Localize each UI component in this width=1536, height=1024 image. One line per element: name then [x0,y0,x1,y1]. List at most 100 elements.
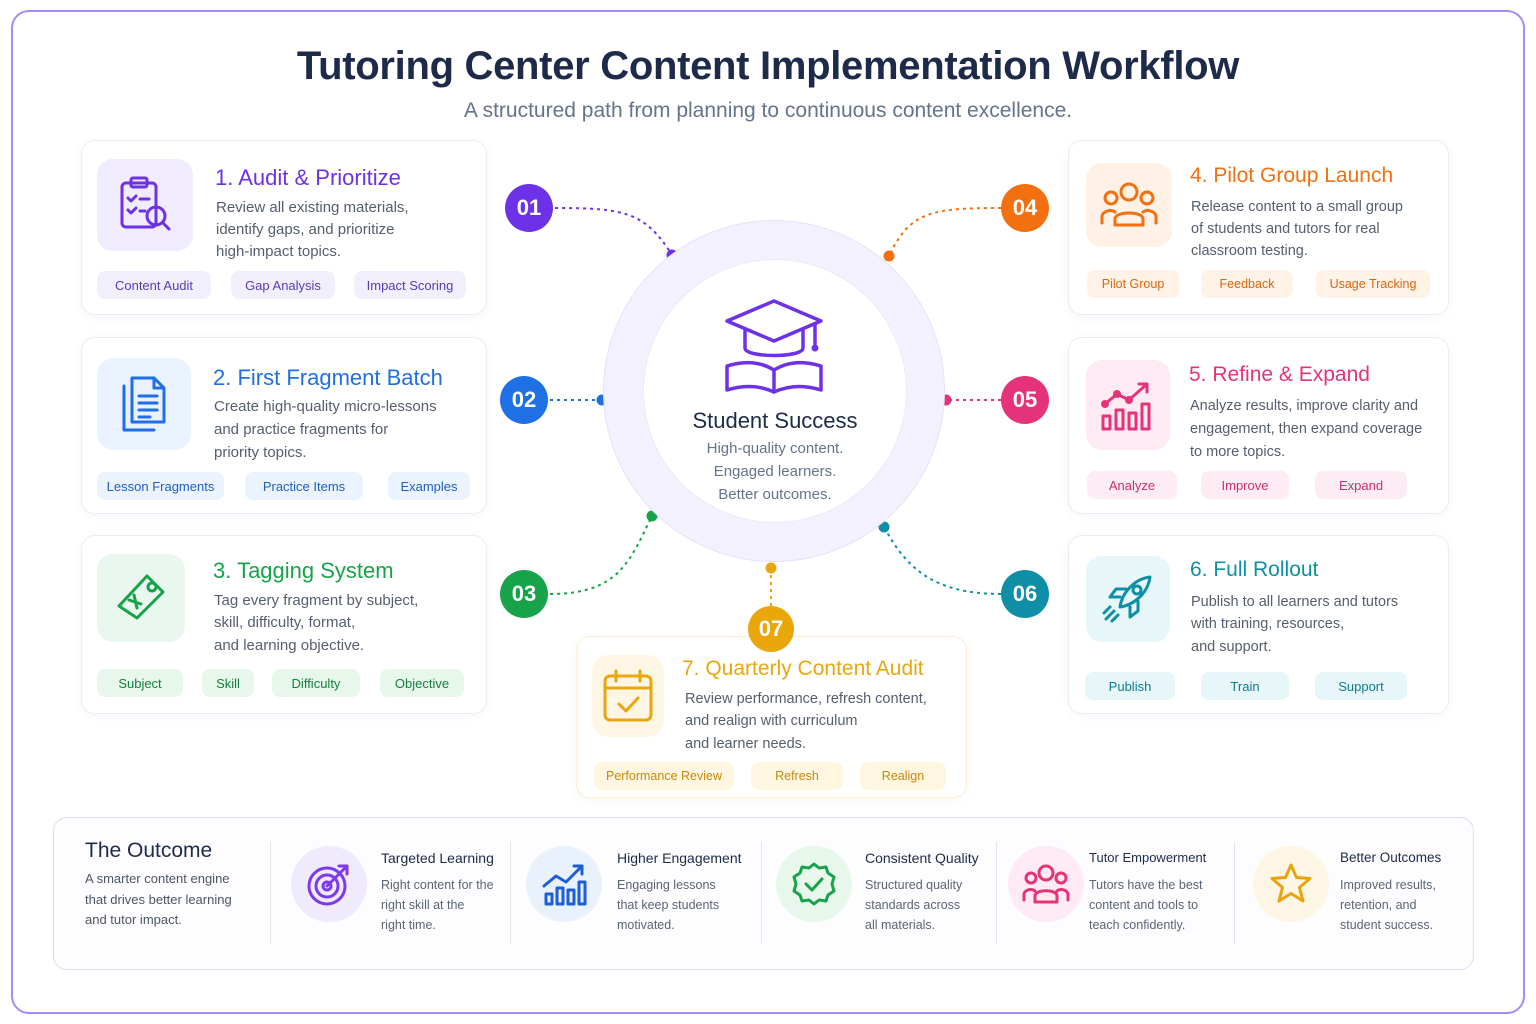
step-card-audit: 1. Audit & Prioritize Review all existin… [81,140,487,315]
step-badge-05: 05 [1001,376,1049,424]
clipboard-search-icon [120,176,171,231]
center-line-3: Better outcomes. [718,486,832,503]
rocket-icon [1102,575,1152,623]
step-desc-line: to more topics. [1190,444,1286,460]
connector-06 [883,526,1002,595]
benefit-icon-circle [1008,846,1084,922]
tag-gap-analysis: Gap Analysis [231,271,335,299]
step-card-fragment-batch: 2. First Fragment Batch Create high-qual… [81,337,487,514]
benefit-desc-line: student success. [1340,918,1434,932]
benefit-desc-line: motivated. [617,918,675,932]
benefit-desc-line: Right content for the [381,878,494,892]
step-card-refine: 5. Refine & Expand Analyze results, impr… [1068,337,1449,514]
step-badge-02: 02 [500,376,548,424]
step-card-pilot: 4. Pilot Group Launch Release content to… [1068,140,1449,315]
benefit-desc: Improved results, retention, and student… [1340,875,1470,935]
tag-publish: Publish [1085,672,1175,700]
bar-chart-trend-icon [1101,382,1151,431]
tag-pilot-group: Pilot Group [1087,270,1179,298]
step-desc-line: Release content to a small group [1191,199,1403,215]
step-icon-box [97,358,191,450]
benefit-desc: Engaging lessons that keep students moti… [617,875,747,935]
benefit-desc: Structured quality standards across all … [865,875,995,935]
benefit-icon-circle [291,846,367,922]
tag-improve: Improve [1201,471,1289,499]
tag-subject: Subject [97,669,183,697]
step-desc-line: Create high-quality micro-lessons [214,398,437,415]
benefit-desc-line: Improved results, [1340,878,1436,892]
graduation-cap-book-icon [725,299,823,394]
step-desc-line: Analyze results, improve clarity and [1190,398,1419,414]
step-icon-box [97,554,185,642]
benefit-desc: Tutors have the best content and tools t… [1089,875,1219,935]
tag-realign: Realign [860,762,946,790]
benefit-desc-line: that keep students [617,898,720,912]
check-badge-icon [792,862,836,906]
step-desc-line: Publish to all learners and tutors [1191,594,1399,610]
benefit-desc-line: Structured quality [865,878,963,892]
benefit-icon-circle [526,846,602,922]
step-desc-line: and practice fragments for [214,421,389,438]
tag-lesson-fragments: Lesson Fragments [97,472,224,500]
step-badge-01: 01 [505,184,553,232]
step-desc-line: engagement, then expand coverage [1190,421,1423,437]
tag-train: Train [1201,672,1289,700]
step-desc-line: Review all existing materials, [216,199,409,216]
center-line-1: High-quality content. [706,440,844,457]
calendar-check-icon [603,669,653,722]
tag-objective: Objective [380,669,464,697]
outcome-panel [53,817,1474,970]
benefit-desc: Right content for the right skill at the… [381,875,511,935]
step-desc-line: classroom testing. [1191,243,1308,259]
connector-dot-07 [765,562,777,574]
step-title: 3. Tagging System [213,558,394,583]
step-desc-line: high-impact topics. [216,243,342,260]
step-card-rollout: 6. Full Rollout Publish to all learners … [1068,535,1449,714]
center-line-2: Engaged learners. [713,463,837,480]
step-card-tagging: 3. Tagging System Tag every fragment by … [81,535,487,714]
connector-dot-04 [883,250,895,262]
tag-refresh: Refresh [751,762,843,790]
outcome-title: The Outcome [85,839,213,862]
benefit-desc-line: teach confidently. [1089,918,1186,932]
star-icon [1270,863,1312,903]
benefit-icon-circle [1253,846,1329,922]
step-desc-line: and learning objective. [214,637,365,654]
center-title: Student Success [692,408,858,433]
connector-dot-06 [878,521,890,533]
tag-icon [117,574,165,620]
benefit-desc-line: Engaging lessons [617,878,716,892]
tag-examples: Examples [388,472,470,500]
tag-practice-items: Practice Items [245,472,363,500]
benefit-title: Tutor Empowerment [1089,850,1207,865]
step-title: 4. Pilot Group Launch [1190,164,1394,187]
benefit-desc-line: all materials. [865,918,936,932]
target-arrow-icon [307,864,349,906]
benefit-desc-line: content and tools to [1089,898,1199,912]
benefit-desc-line: Tutors have the best [1089,878,1203,892]
step-icon-box [592,655,664,737]
tag-expand: Expand [1315,471,1407,499]
connector-01 [554,207,673,256]
step-icon-box [1086,163,1172,247]
step-desc-line: and learner needs. [685,736,806,752]
step-title: 2. First Fragment Batch [213,365,443,390]
tag-impact-scoring: Impact Scoring [354,271,466,299]
growth-chart-icon [542,864,587,906]
tag-support: Support [1315,672,1407,700]
connector-03 [549,515,653,595]
step-desc-line: priority topics. [214,444,307,461]
benefit-desc-line: retention, and [1340,898,1417,912]
step-badge-04: 04 [1001,184,1049,232]
step-badge-07: 07 [748,606,794,652]
step-desc-line: Review performance, refresh content, [685,691,927,707]
step-desc-line: identify gaps, and prioritize [216,221,395,238]
outcome-desc-line: that drives better learning [85,891,232,907]
page-title: Tutoring Center Content Implementation W… [296,44,1240,88]
divider [510,842,511,944]
step-desc-line: Tag every fragment by subject, [214,592,419,609]
tag-feedback: Feedback [1201,270,1293,298]
tag-difficulty: Difficulty [272,669,360,697]
people-group-icon [1100,182,1158,227]
documents-icon [122,376,166,432]
